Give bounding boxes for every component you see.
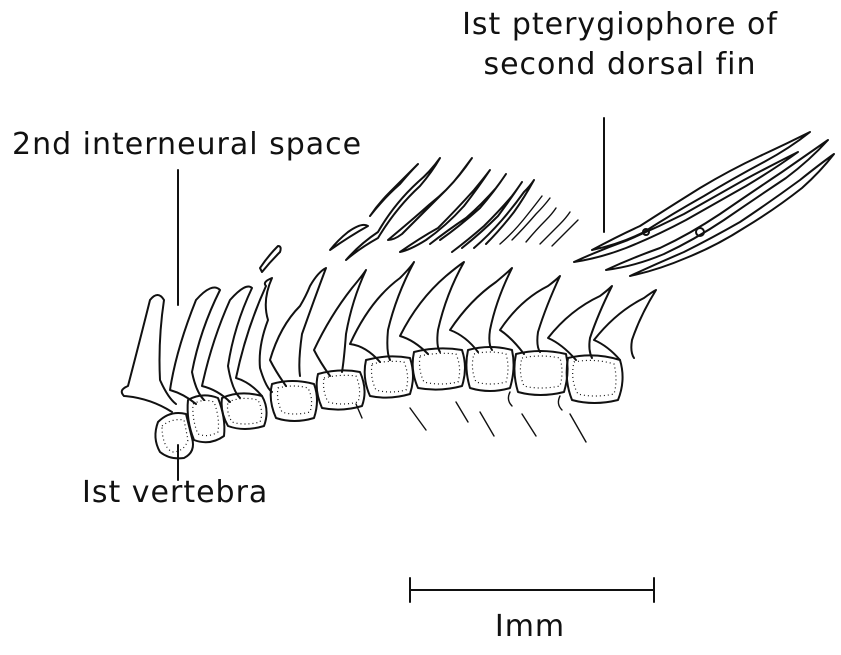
pterygiophore-label-line1: Ist pterygiophore of	[440, 10, 800, 40]
pterygiophore-label-line2: second dorsal fin	[440, 50, 800, 80]
scale-bar-label: Imm	[470, 612, 590, 642]
vertebra-label: Ist vertebra	[82, 478, 268, 508]
interneural-space-label: 2nd interneural space	[12, 130, 362, 160]
vertebral-centra	[155, 347, 622, 458]
scale-bar	[410, 578, 654, 602]
neural-spines	[122, 262, 656, 412]
rib-stubs	[356, 392, 586, 442]
